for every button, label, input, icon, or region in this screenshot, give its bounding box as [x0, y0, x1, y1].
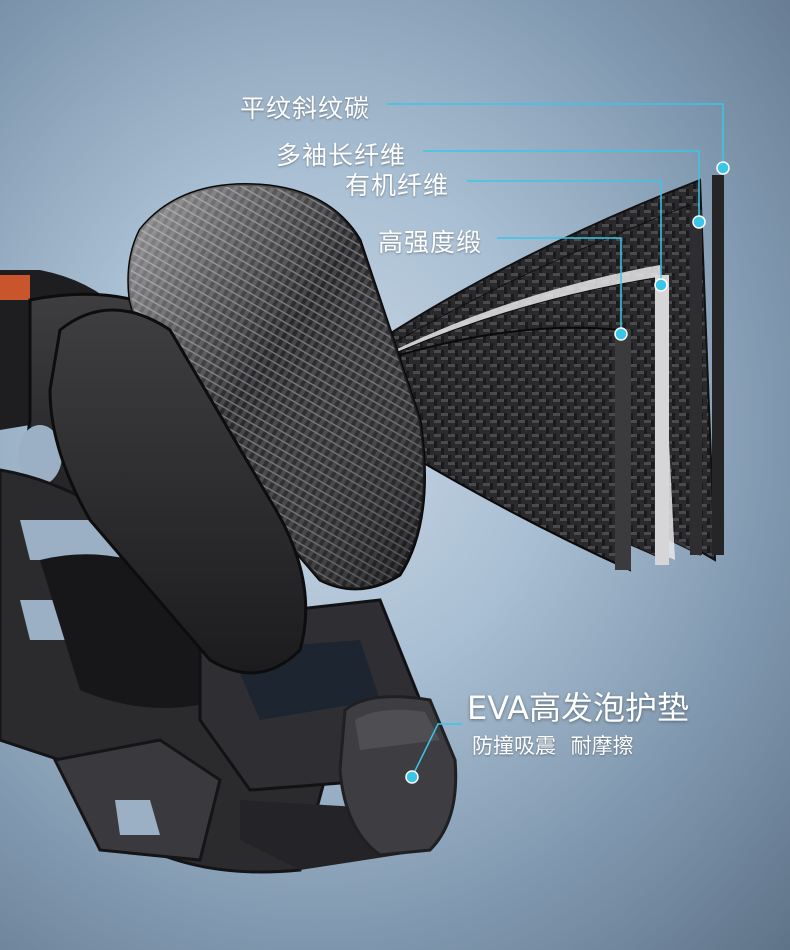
eva-foam-pad: [338, 695, 458, 857]
callout-lines: [387, 103, 724, 778]
material-layers: [378, 175, 724, 572]
eva-pad-title: EVA高发泡护垫: [467, 689, 689, 727]
layer-label-plain-twill-carbon: 平纹斜纹碳: [240, 94, 371, 123]
layer-label-organic-fiber: 有机纤维: [345, 171, 450, 200]
eva-pad-features: 防撞吸震 耐摩擦: [472, 734, 634, 758]
layer-label-high-strength-satin: 高强度缎: [378, 228, 483, 257]
callout-dots: [405, 161, 730, 784]
carbon-fiber-cap: [48, 183, 426, 675]
layer-label-long-fiber: 多袖长纤维: [276, 141, 407, 170]
